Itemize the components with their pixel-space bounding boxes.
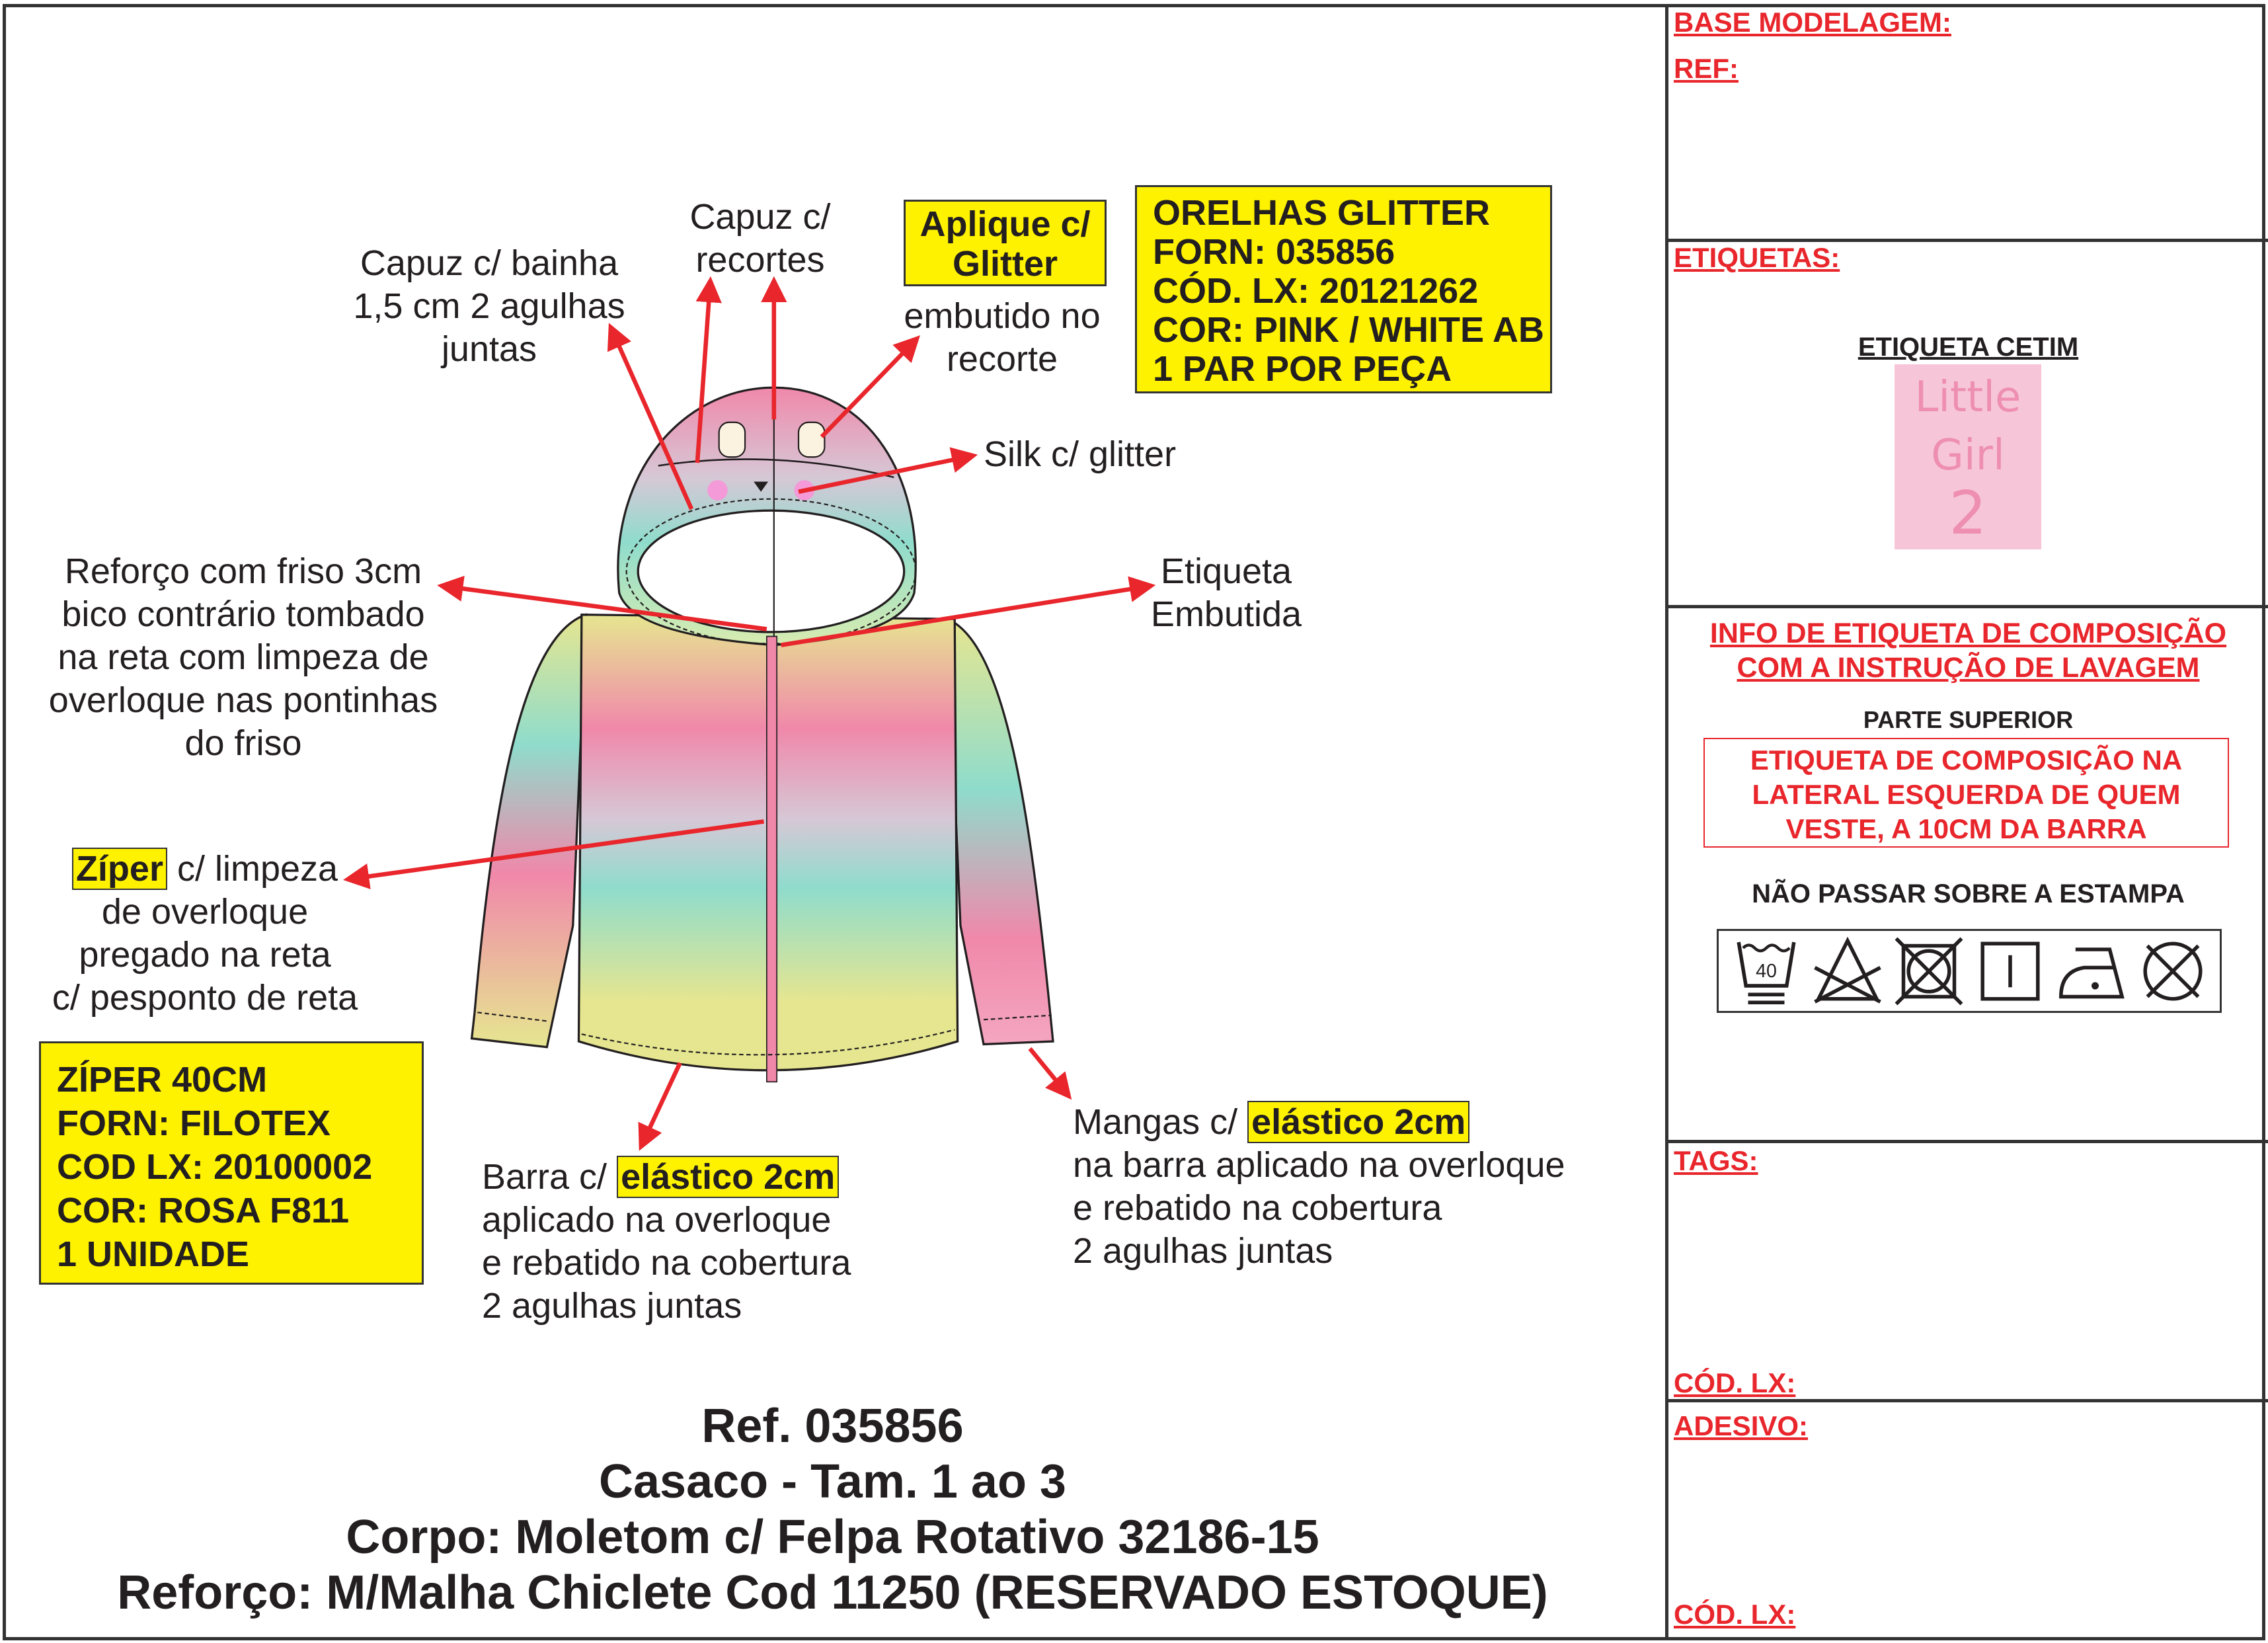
line-dry-icon bbox=[1980, 941, 2040, 1001]
do-not-dry-clean-icon bbox=[2142, 941, 2203, 1001]
sheet-frame bbox=[3, 4, 2265, 1640]
divider bbox=[1665, 605, 2268, 608]
divider bbox=[1665, 1140, 2268, 1143]
do-not-tumble-dry-icon bbox=[1895, 937, 1963, 1005]
wash-40-gentle-icon: 40 bbox=[1736, 942, 1796, 1004]
panel-divider bbox=[1665, 4, 1668, 1640]
parte-superior-label: PARTE SUPERIOR bbox=[1863, 706, 2074, 733]
svg-text:40: 40 bbox=[1756, 960, 1777, 981]
cod-lx-label: CÓD. LX: bbox=[1674, 1367, 1796, 1398]
do-not-bleach-icon bbox=[1813, 936, 1881, 1004]
ref-label: REF: bbox=[1674, 53, 1739, 84]
divider bbox=[1665, 239, 2268, 242]
callout-capuz-recortes: Capuz c/recortes bbox=[689, 197, 831, 280]
divider bbox=[1665, 1399, 2268, 1402]
left-sleeve bbox=[470, 613, 588, 1049]
callout-barra: Barra c/ elástico 2cm aplicado na overlo… bbox=[482, 1156, 851, 1326]
etiquetas-label: ETIQUETAS: bbox=[1674, 242, 1840, 273]
aplique-glitter-box: Aplique c/Glitter bbox=[904, 200, 1107, 286]
cod-lx-label: CÓD. LX: bbox=[1674, 1599, 1796, 1630]
base-modelagem-label: BASE MODELAGEM: bbox=[1674, 7, 1951, 38]
adesivo-label: ADESIVO: bbox=[1674, 1410, 1809, 1441]
etiqueta-cetim-label: ETIQUETA CETIM bbox=[1857, 333, 2079, 362]
callout-arrows bbox=[342, 276, 1156, 1151]
right-sleeve bbox=[946, 617, 1054, 1046]
care-symbols: 40 bbox=[1717, 929, 2222, 1013]
callout-mangas: Mangas c/ elástico 2cm na barra aplicado… bbox=[1073, 1101, 1565, 1271]
iron-low-icon bbox=[2058, 947, 2125, 998]
tags-label: TAGS: bbox=[1674, 1145, 1758, 1176]
nao-passar-warning: NÃO PASSAR SOBRE A ESTAMPA bbox=[1752, 879, 2185, 908]
callout-silk: Silk c/ glitter bbox=[984, 434, 1177, 474]
